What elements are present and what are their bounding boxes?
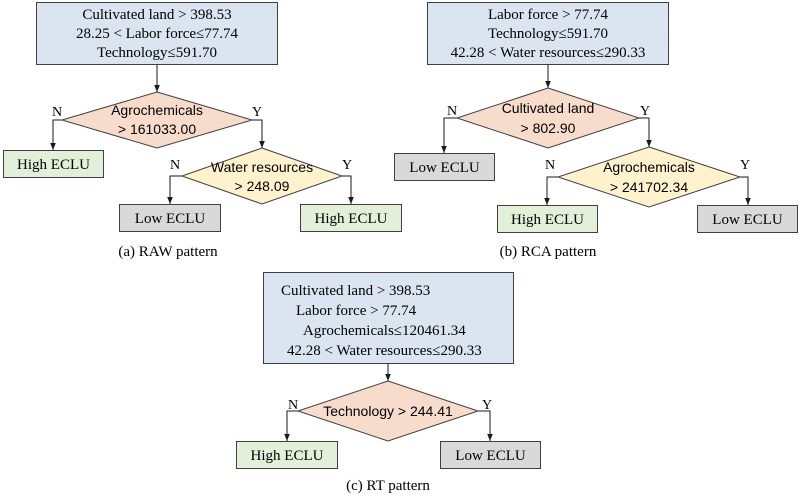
raw-split-2-label: Water resources [211,159,313,175]
rt-condition-line: Agrochemicals≤120461.34 [303,323,466,339]
rca-condition-box [427,2,669,65]
rca-arrow-split-2-no [544,176,558,205]
rt-split-1-diamond [296,380,480,442]
rt-split-1-no-label: N [288,398,298,413]
raw-arrow-split-2-yes [342,175,354,204]
raw-condition-line: 28.25 < Labor force≤77.74 [76,26,239,42]
rca-arrow-split-1-no [441,117,457,153]
raw-arrow-split-2-no [167,175,182,204]
rca-caption: (b) RCA pattern [500,244,597,260]
rt-caption: (c) RT pattern [346,478,430,494]
rca-split-2-yes-label: Y [740,158,750,173]
rt-condition-line: Cultivated land > 398.53 [281,283,430,299]
raw-split-2-no-outcome: Low ECLU [135,211,206,227]
raw-split-2-no-outcome-box [119,204,221,232]
rt-split-1-yes-outcome: Low ECLU [455,448,526,464]
rt-condition-line: 42.28 < Water resources≤290.33 [287,343,482,359]
rca-split-1-yes-label: Y [640,104,650,119]
panel-rt: Cultivated land > 398.53 Labor force > 7… [236,272,541,494]
rca-split-2-threshold: > 241702.34 [610,179,688,195]
raw-split-1-threshold: > 161033.00 [118,121,196,137]
rt-split-1-no-outcome: High ECLU [251,448,324,464]
rca-split-2-no-outcome: High ECLU [511,212,584,228]
rt-split-1-label: Technology > 244.41 [323,403,453,419]
rca-condition-line: Technology≤591.70 [488,26,608,42]
rt-arrow-split-1-no [284,410,298,441]
raw-condition-box [36,2,278,65]
rca-split-2-label: Agrochemicals [603,159,695,175]
raw-split-2-threshold: > 248.09 [235,178,290,194]
rca-split-1-diamond [455,87,641,149]
raw-condition-line: Technology≤591.70 [97,45,217,61]
raw-split-1-no-outcome: High ECLU [17,157,90,173]
rca-split-2-no-label: N [545,158,555,173]
rca-condition-line: Labor force > 77.74 [488,7,609,23]
rca-split-1-threshold: > 802.90 [521,120,576,136]
rt-split-1-yes-label: Y [482,398,492,413]
raw-split-2-diamond [180,147,344,205]
raw-split-1-diamond [60,91,254,149]
raw-caption: (a) RAW pattern [118,244,218,260]
rca-split-2-yes-outcome: Low ECLU [712,212,783,228]
rca-split-2-diamond [556,146,742,208]
panel-rca: Labor force > 77.74 Technology≤591.70 42… [394,2,798,260]
raw-split-1-yes-label: Y [252,105,262,120]
rca-arrow-split-2-yes [740,176,751,205]
rca-arrow-split-1-yes [639,117,652,147]
raw-split-2-no-label: N [170,158,180,173]
rca-split-1-no-label: N [447,104,457,119]
rt-arrow-split-1-yes [478,410,493,441]
rca-split-2-yes-outcome-box [697,205,798,233]
rt-condition-line: Labor force > 77.74 [296,303,417,319]
rca-condition-line: 42.28 < Water resources≤290.33 [451,45,646,61]
raw-arrow-split-1-yes [252,119,265,148]
rca-split-1-label: Cultivated land [502,100,595,116]
raw-split-1-no-outcome-box [3,150,104,178]
rca-split-1-no-outcome: Low ECLU [409,160,480,176]
panel-raw: Cultivated land > 398.53 28.25 < Labor f… [3,2,402,260]
rca-split-2-no-outcome-box [497,205,598,233]
rt-split-1-yes-outcome-box [440,441,541,469]
raw-split-1-no-label: N [52,105,62,120]
raw-split-2-yes-outcome-box [300,204,402,232]
raw-condition-line: Cultivated land > 398.53 [82,7,231,23]
rt-condition-box [263,272,514,364]
rt-split-1-no-outcome-box [236,441,338,469]
raw-split-2-yes-outcome: High ECLU [315,211,388,227]
raw-split-1-label: Agrochemicals [111,102,203,118]
raw-arrow-split-1-no [50,119,62,150]
raw-split-2-yes-label: Y [342,158,352,173]
rca-split-1-no-outcome-box [394,153,495,181]
